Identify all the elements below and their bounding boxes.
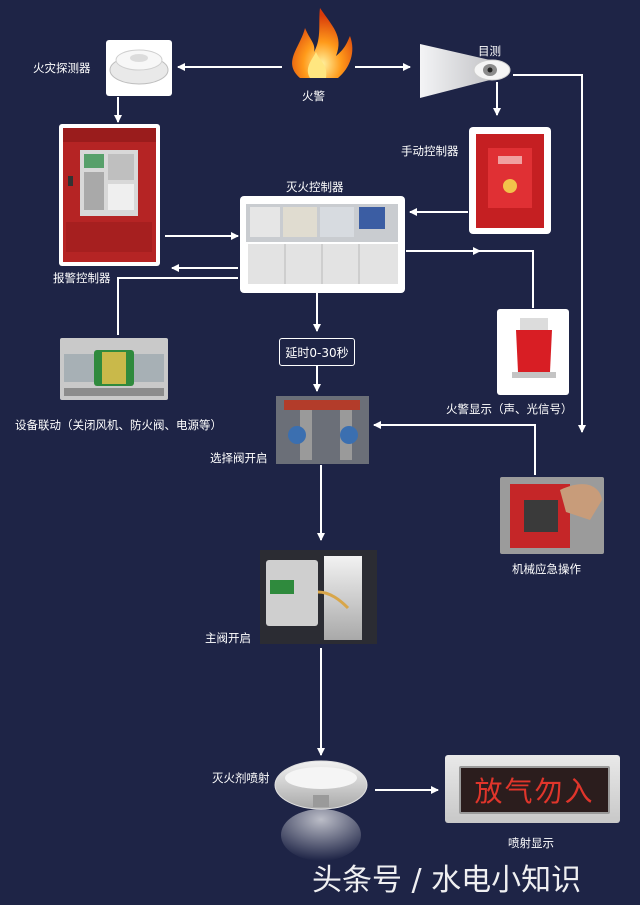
arrow-mechanical-to-valve	[373, 421, 536, 475]
delay-box: 延时0-30秒	[279, 338, 355, 366]
label-fire: 火警	[302, 89, 325, 103]
label-equipment-linkage: 设备联动（关闭风机、防火阀、电源等）	[15, 418, 222, 432]
spray-display-sign: 放气勿入	[445, 755, 620, 823]
label-alarm-controller: 报警控制器	[53, 271, 111, 285]
label-mechanical-emergency: 机械应急操作	[512, 562, 581, 576]
label-fire-alarm-display: 火警显示（声、光信号）	[446, 402, 573, 416]
fire-alarm-display-icon	[497, 309, 569, 395]
alarm-controller-icon	[59, 124, 160, 266]
led-sign-text: 放气勿入	[459, 766, 610, 814]
smoke-detector-icon	[106, 40, 172, 96]
label-agent-spray: 灭火剂喷射	[212, 771, 270, 785]
nozzle-icon	[274, 760, 368, 861]
connectors	[114, 63, 586, 794]
selector-valve-icon	[276, 396, 369, 464]
extinguish-controller-icon	[240, 196, 405, 293]
line-controller-to-linkage	[117, 277, 238, 335]
label-spray-display: 喷射显示	[508, 836, 554, 850]
equipment-linkage-icon	[60, 338, 168, 400]
manual-controller-icon	[469, 127, 551, 234]
label-main-valve: 主阀开启	[205, 631, 251, 645]
label-visual-detection: 目测	[478, 44, 501, 58]
label-selector-valve: 选择阀开启	[210, 451, 268, 465]
mechanical-emergency-icon	[500, 477, 604, 554]
fire-icon	[292, 8, 353, 78]
line-controller-to-display	[480, 250, 534, 308]
label-manual-controller: 手动控制器	[401, 144, 459, 158]
main-valve-icon	[260, 550, 377, 644]
watermark: 头条号 / 水电小知识	[312, 863, 582, 898]
eye-icon	[420, 44, 511, 98]
label-extinguish-controller: 灭火控制器	[286, 180, 344, 194]
label-smoke-detector: 火灾探测器	[33, 61, 91, 75]
arrow-eye-to-mechanical	[513, 74, 586, 433]
